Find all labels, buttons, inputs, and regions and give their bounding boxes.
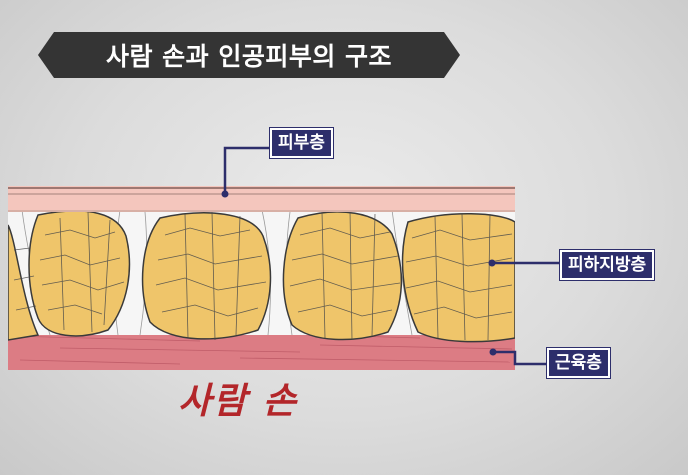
title-banner-shape xyxy=(38,32,460,78)
fat-lobule xyxy=(282,211,403,341)
leader-skin xyxy=(223,146,270,194)
diagram-caption: 사람 손 xyxy=(178,381,298,422)
fat-lobule xyxy=(8,224,40,341)
fat-lobule xyxy=(28,210,131,337)
label-muscle-layer: 근육층 xyxy=(547,348,610,378)
label-subcutaneous-fat: 피하지방층 xyxy=(560,250,655,280)
leader-skin-dot xyxy=(221,190,229,198)
fat-cell-walls xyxy=(13,209,513,341)
leader-muscle xyxy=(493,350,547,366)
skin-layer xyxy=(8,186,515,212)
leader-muscle-dot xyxy=(489,348,497,356)
title-banner: 사람 손과 인공피부의 구조 xyxy=(38,32,460,78)
leader-fat-dot xyxy=(488,259,496,267)
fat-lobules xyxy=(8,210,515,343)
fat-lobule xyxy=(141,212,272,340)
fat-lobule xyxy=(401,213,515,343)
label-skin-layer: 피부층 xyxy=(270,128,333,158)
page-title: 사람 손과 인공피부의 구조 xyxy=(105,42,393,71)
